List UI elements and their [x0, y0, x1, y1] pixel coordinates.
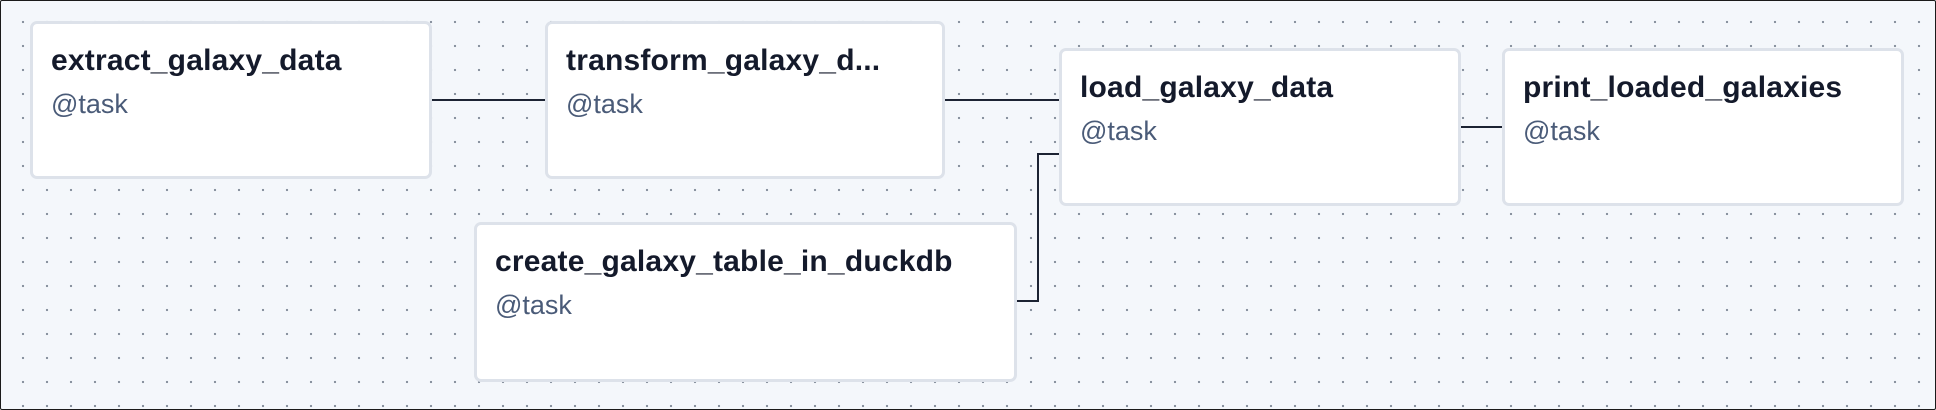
edge-create-to-load: [1015, 153, 1060, 302]
task-node-title: create_galaxy_table_in_duckdb: [495, 245, 953, 278]
task-decorator-label: @task: [1080, 116, 1157, 146]
task-node-extract-galaxy-data[interactable]: extract_galaxy_data @task: [30, 21, 432, 179]
task-node-title: print_loaded_galaxies: [1523, 71, 1843, 104]
task-node-print-loaded-galaxies[interactable]: print_loaded_galaxies @task: [1502, 48, 1904, 206]
task-node-load-galaxy-data[interactable]: load_galaxy_data @task: [1059, 48, 1461, 206]
task-node-title: extract_galaxy_data: [51, 44, 342, 77]
task-node-title: load_galaxy_data: [1080, 71, 1334, 104]
task-node-title: transform_galaxy_d...: [566, 44, 881, 77]
task-decorator-label: @task: [566, 89, 643, 119]
task-decorator-label: @task: [495, 290, 572, 320]
task-decorator-label: @task: [1523, 116, 1600, 146]
task-node-transform-galaxy-data[interactable]: transform_galaxy_d... @task: [545, 21, 945, 179]
task-decorator-label: @task: [51, 89, 128, 119]
task-node-create-galaxy-table-in-duckdb[interactable]: create_galaxy_table_in_duckdb @task: [474, 222, 1017, 382]
